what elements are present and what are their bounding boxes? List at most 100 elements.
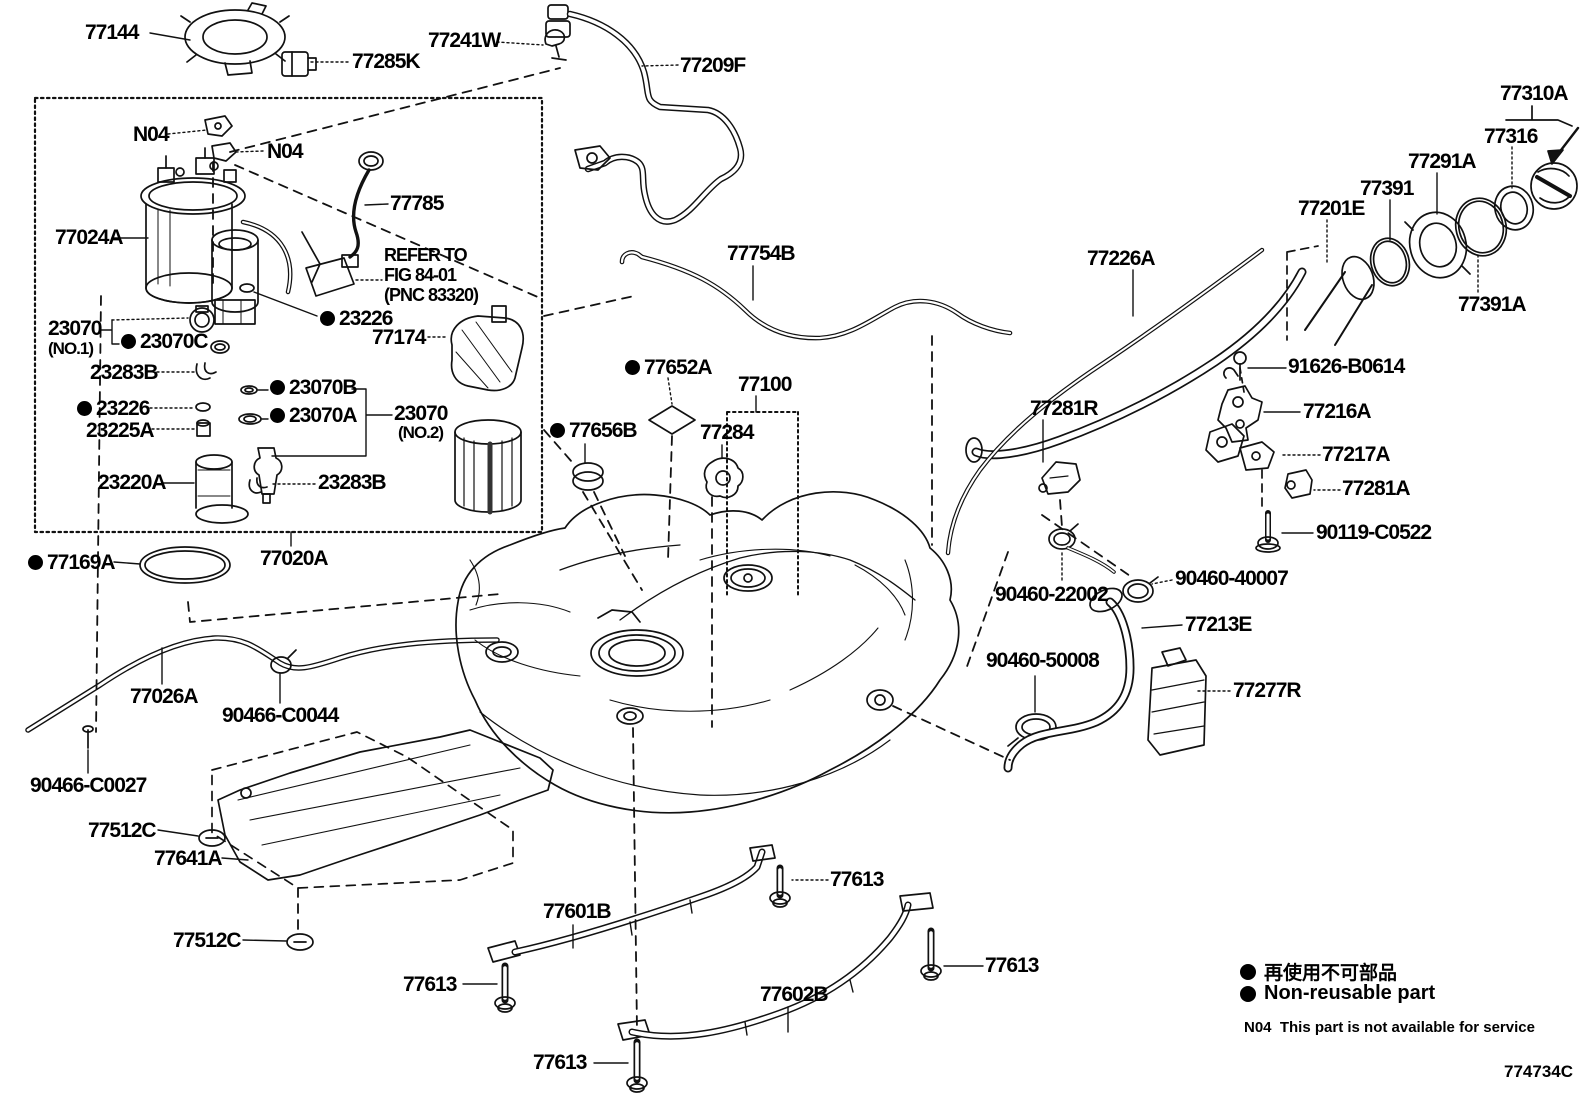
part-number-text: 77391A <box>1458 293 1527 316</box>
legend-non-reusable-en: Non-reusable part <box>1240 982 1435 1005</box>
part-label-77512C-a: 77512C <box>88 819 157 842</box>
part-number-text: (PNC 83320) <box>384 285 479 305</box>
part-label-77209F: 77209F <box>680 54 746 77</box>
connector-77285K-drawing <box>281 51 317 77</box>
part-number-text: 23070B <box>289 376 358 399</box>
part-label-77216A: 77216A <box>1303 400 1372 423</box>
part-number-text: 77641A <box>154 847 223 870</box>
tank-band-77602B-drawing <box>617 892 934 1041</box>
legend-non-reusable-jp: 再使用不可部品 <box>1240 958 1397 985</box>
non-reusable-marker-icon <box>270 408 285 423</box>
part-label-23070-no2: 23070 <box>394 402 448 425</box>
breather-tube-77026A-drawing <box>25 635 500 749</box>
part-number-text: 90119-C0522 <box>1316 521 1432 544</box>
part-label-77316: 77316 <box>1484 125 1538 148</box>
part-label-23283B-b: 23283B <box>318 471 387 494</box>
part-label-77020A: 77020A <box>260 547 329 570</box>
part-number-text: 23226 <box>96 397 150 420</box>
o-ring-77169A-drawing <box>139 546 231 584</box>
part-label-77310A: 77310A <box>1500 82 1569 105</box>
tank-ref-dotted-bracket <box>726 411 799 599</box>
part-label-77602B: 77602B <box>760 983 829 1006</box>
part-label-77512C-b: 77512C <box>173 929 242 952</box>
part-number-text: 91626-B0614 <box>1288 355 1405 378</box>
pump-small-parts-drawings <box>189 283 283 524</box>
part-label-23225A: 23225A <box>86 419 155 442</box>
part-label-23226-a: 23226 <box>320 307 393 330</box>
lock-ring-77144-drawing <box>180 2 290 76</box>
part-number-text: 23225A <box>86 419 155 442</box>
part-number-text: 90460-50008 <box>986 649 1100 672</box>
non-reusable-marker-icon <box>270 380 285 395</box>
part-label-77213E: 77213E <box>1185 613 1252 636</box>
part-label-77613-b: 77613 <box>830 868 884 891</box>
tank-band-77601B-drawing <box>487 844 776 963</box>
part-label-77024A: 77024A <box>55 226 124 249</box>
part-label-77754B: 77754B <box>727 242 796 265</box>
part-number-text: 77613 <box>403 973 457 996</box>
filler-pipe-assembly-drawing <box>945 105 1580 556</box>
part-label-90460-22002: 90460-22002 <box>995 583 1109 606</box>
legend-en-text: Non-reusable part <box>1264 982 1436 1004</box>
part-label-77285K: 77285K <box>352 50 421 73</box>
part-number-text: 77601B <box>543 900 612 923</box>
part-number-text: 23070C <box>140 330 209 353</box>
pad-77652A-drawing <box>648 405 696 435</box>
part-number-text: 77226A <box>1087 247 1156 270</box>
bracket-77216A-drawing <box>1217 367 1263 443</box>
bolt-90119-C0522-drawing <box>1255 510 1281 553</box>
part-label-77217A: 77217A <box>1322 443 1391 466</box>
fuel-pump-module-drawing <box>140 115 355 325</box>
tube-77209F-drawing <box>545 4 745 225</box>
fuel-filter-77174-drawing <box>450 305 524 515</box>
heat-shield-77641A-drawing <box>198 729 554 951</box>
legend-jp-text: 再使用不可部品 <box>1264 963 1398 984</box>
part-number-text: 77391 <box>1360 177 1414 200</box>
part-label-77613-a: 77613 <box>403 973 457 996</box>
part-label-77174: 77174 <box>372 326 426 349</box>
clamp-77281A-drawing <box>1284 469 1313 499</box>
non-reusable-marker-icon <box>625 360 640 375</box>
part-number-text: 23070 <box>48 317 102 340</box>
part-label-n04-b: N04 <box>267 140 304 163</box>
part-label-77144: 77144 <box>85 21 139 44</box>
hose-clamps-drawing <box>1007 523 1159 747</box>
part-number-text: 77785 <box>390 192 444 215</box>
part-number-text: 77310A <box>1500 82 1569 105</box>
fuel-hose-77213E-drawing <box>1003 587 1135 773</box>
part-label-91626-B0614: 91626-B0614 <box>1288 355 1405 378</box>
part-number-text: 77754B <box>727 242 796 265</box>
part-number-text: 90466-C0027 <box>30 774 147 797</box>
bolt-91626-B0614-drawing <box>1233 351 1247 393</box>
pump-assembly-detail-box <box>33 96 544 534</box>
part-number-text: 90460-40007 <box>1175 567 1289 590</box>
part-number-text: 77613 <box>985 954 1039 977</box>
part-label-23070-no2-sub: (NO.2) <box>398 424 444 442</box>
part-label-77601B: 77601B <box>543 900 612 923</box>
part-label-77026A: 77026A <box>130 685 199 708</box>
part-label-77613-c: 77613 <box>985 954 1039 977</box>
part-number-text: 77284 <box>700 421 754 444</box>
part-label-77391: 77391 <box>1360 177 1414 200</box>
part-number-text: 77144 <box>85 21 139 44</box>
part-number-text: 23220A <box>98 471 167 494</box>
part-label-23283B-a: 23283B <box>90 361 159 384</box>
bracket-77217A-drawing <box>1205 423 1275 513</box>
grommet-77656B-drawing <box>572 462 604 491</box>
part-label-23070B: 23070B <box>270 376 358 399</box>
part-label-77613-d: 77613 <box>533 1051 587 1074</box>
part-label-77656B: 77656B <box>550 419 638 442</box>
part-number-text: 77217A <box>1322 443 1391 466</box>
part-number-text: 77174 <box>372 326 426 349</box>
part-label-77100: 77100 <box>738 373 792 396</box>
part-label-77281R: 77281R <box>1030 397 1099 420</box>
non-reusable-part-icon <box>1240 963 1256 980</box>
clamp-77281R-drawing <box>1038 461 1081 495</box>
non-reusable-marker-icon <box>28 555 43 570</box>
part-number-text: 77656B <box>569 419 638 442</box>
non-reusable-marker-icon <box>550 423 565 438</box>
part-number-text: 77201E <box>1298 197 1365 220</box>
part-number-text: 77512C <box>88 819 157 842</box>
part-number-text: 90460-22002 <box>995 583 1109 606</box>
